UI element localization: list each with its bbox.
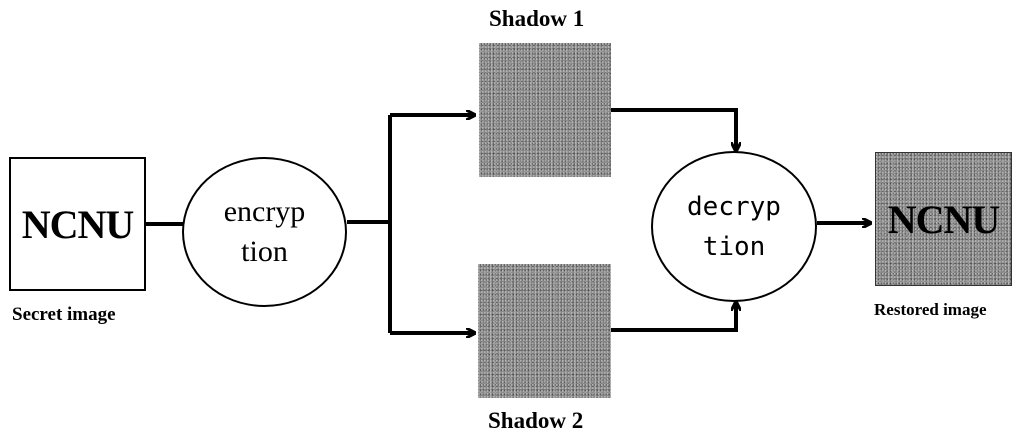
decryption-text-line2: tion [702, 231, 766, 262]
arrow-shadow1-to-decryption [611, 108, 736, 150]
decryption-node: decryp tion [651, 151, 817, 302]
secret-image: NCNU [9, 157, 146, 291]
restored-image-label: Restored image [874, 300, 987, 319]
shadow1-image [479, 43, 611, 177]
shadow2-image [478, 264, 611, 398]
encryption-node: encryp tion [182, 157, 347, 307]
encryption-text-line1: encryp [223, 195, 306, 228]
arrow-shadow2-to-decryption [611, 303, 736, 332]
decryption-text-line1: decryp [687, 191, 781, 222]
secret-image-text: NCNU [21, 201, 135, 247]
encryption-text-line2: tion [241, 235, 288, 268]
restored-image: NCNU [875, 152, 1012, 286]
secret-image-label: Secret image [12, 304, 116, 325]
shadow2-label: Shadow 2 [488, 408, 584, 433]
shadow1-label: Shadow 1 [489, 6, 585, 31]
restored-image-text: NCNU [887, 196, 1001, 242]
